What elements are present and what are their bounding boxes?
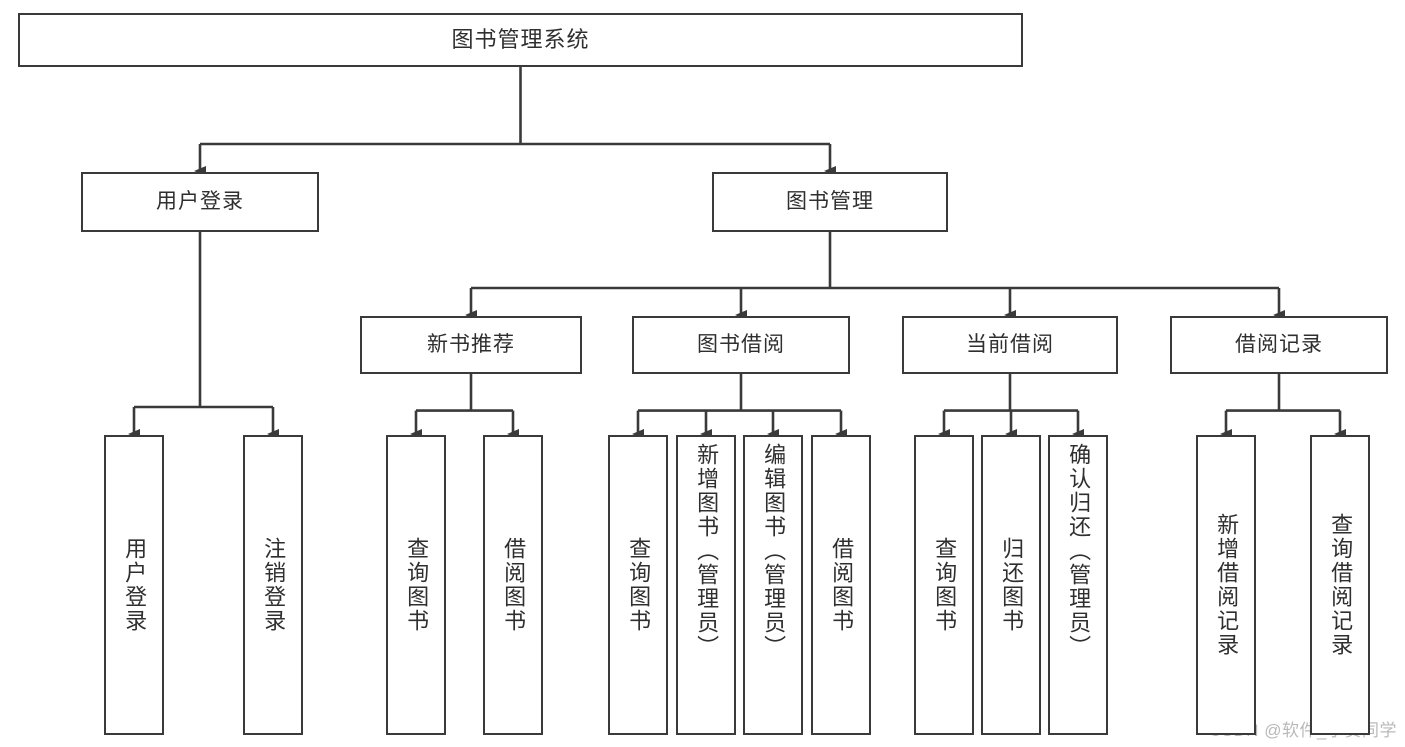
node-leaf-user-login: 用户登录 (104, 435, 164, 735)
node-l2-user: 用户登录 (81, 172, 319, 232)
node-leaf-new-query: 查询图书 (386, 435, 446, 735)
node-leaf-new-borrow: 借阅图书 (483, 435, 543, 735)
node-leaf-br-lend: 借阅图书 (811, 435, 871, 735)
node-root: 图书管理系统 (18, 13, 1023, 67)
node-leaf-br-add: 新增图书（管理员） (676, 435, 736, 735)
node-l2-book: 图书管理 (712, 172, 948, 232)
node-leaf-user-logout: 注销登录 (243, 435, 303, 735)
node-leaf-cur-return: 归还图书 (981, 435, 1041, 735)
node-leaf-br-edit: 编辑图书（管理员） (743, 435, 803, 735)
node-leaf-cur-confirm: 确认归还（管理员） (1048, 435, 1108, 735)
node-leaf-cur-query: 查询图书 (914, 435, 974, 735)
node-leaf-br-query: 查询图书 (608, 435, 668, 735)
node-l3-cur: 当前借阅 (902, 316, 1118, 374)
node-l3-rec: 借阅记录 (1170, 316, 1388, 374)
node-leaf-rec-add: 新增借阅记录 (1196, 435, 1256, 735)
node-leaf-rec-query: 查询借阅记录 (1310, 435, 1370, 735)
node-l3-borrow: 图书借阅 (632, 316, 850, 374)
node-l3-new: 新书推荐 (360, 316, 582, 374)
